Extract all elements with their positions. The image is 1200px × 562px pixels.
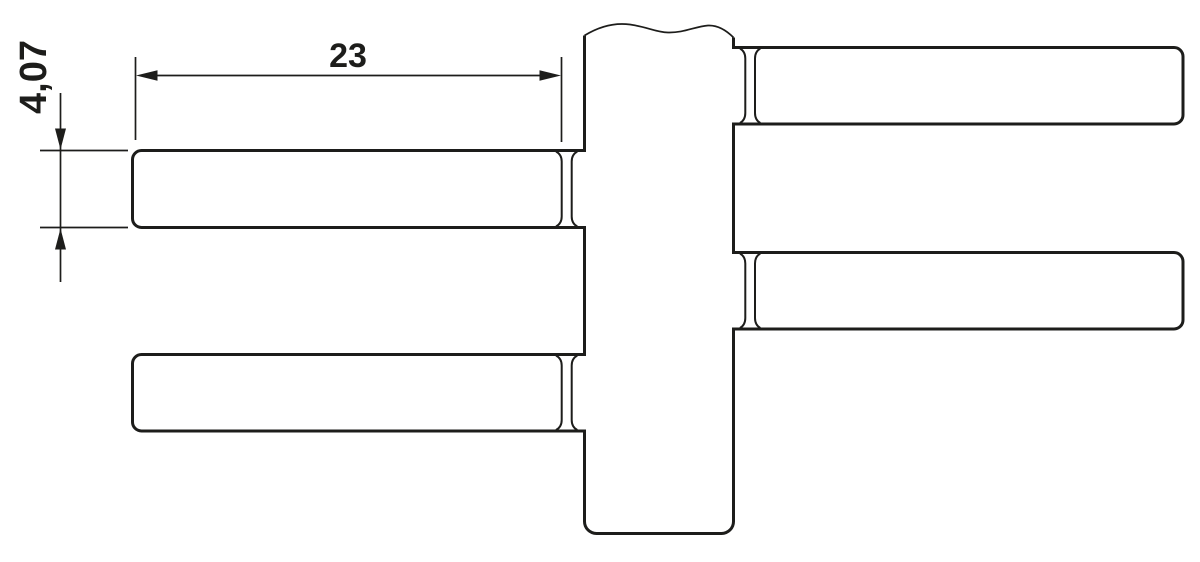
drawing-root: 23 4,07: [13, 23, 1185, 535]
component-outline: [131, 35, 1185, 535]
arrowhead-down: [55, 128, 66, 150]
arrowhead-up: [55, 228, 66, 250]
dimension-height-label: 4,07: [13, 40, 55, 114]
pin-neck-left-1: [555, 150, 578, 228]
pin-neck-right-2: [739, 252, 761, 329]
break-line: [584, 23, 735, 39]
pin-neck-right-1: [739, 47, 761, 124]
arrowhead-right: [539, 70, 561, 81]
dimension-height: 4,07: [13, 40, 128, 282]
arrowhead-left: [136, 70, 158, 81]
pin-neck-left-2: [555, 354, 578, 431]
dimension-width: 23: [134, 37, 563, 142]
dimension-width-label: 23: [329, 37, 367, 75]
